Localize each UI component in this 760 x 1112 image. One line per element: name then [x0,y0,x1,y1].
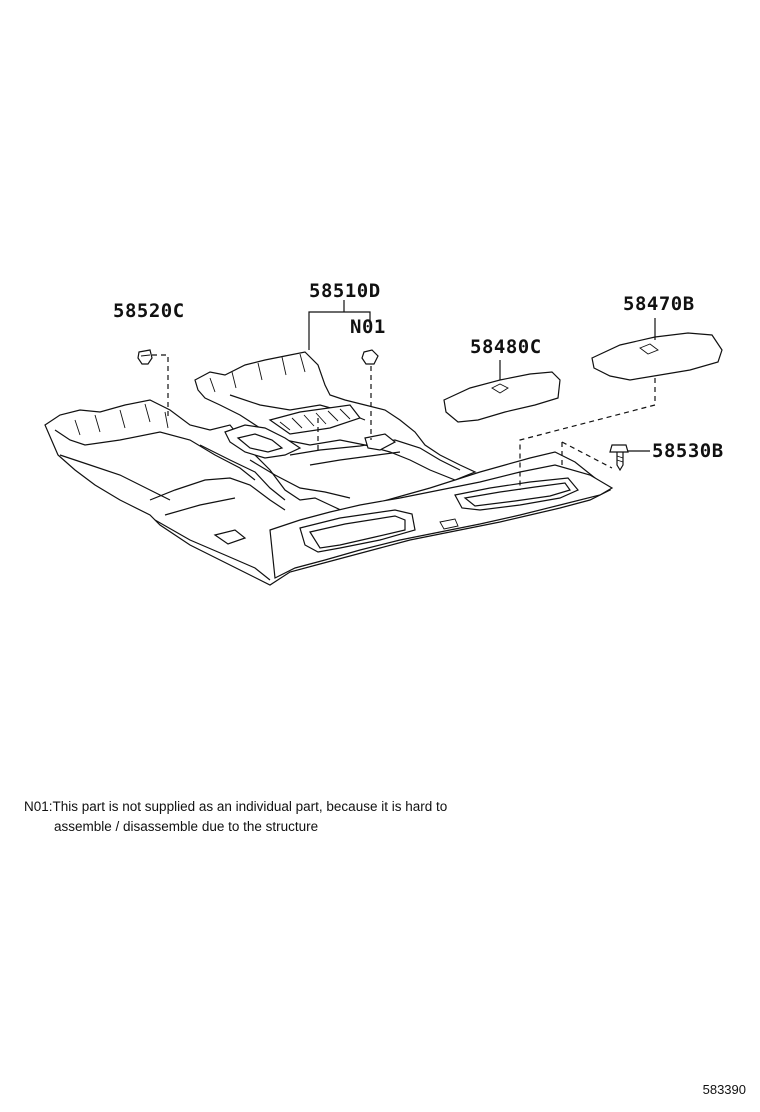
callout-58470b: 58470B [623,293,695,315]
callout-58520c: 58520C [113,300,185,322]
footnote-line-2: assemble / disassemble due to the struct… [54,819,319,834]
cover-panel-58470b [591,332,723,381]
clip-58520c [137,349,153,365]
footnote: N01:This part is not supplied as an indi… [24,797,447,837]
callout-58480c: 58480C [470,336,542,358]
leader-lines [152,300,656,490]
screw-58530b [609,444,629,472]
cover-panel-58480c [443,371,561,423]
callout-n01: N01 [350,316,386,338]
callout-58510d: 58510D [309,280,381,302]
callout-58530b: 58530B [652,440,724,462]
clip-n01 [361,349,379,365]
floor-carpet [44,351,614,586]
footnote-line-1: N01:This part is not supplied as an indi… [24,799,448,814]
diagram-id: 583390 [702,1082,746,1097]
